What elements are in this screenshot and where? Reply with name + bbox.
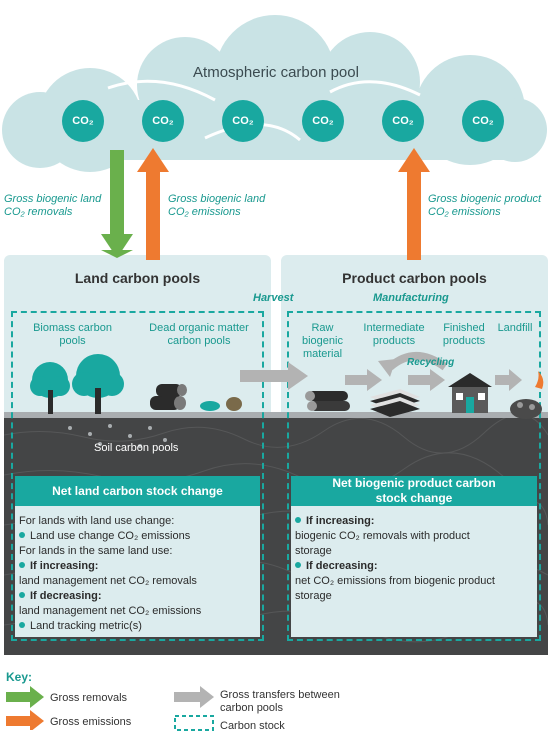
co2-molecule: CO₂: [382, 100, 424, 142]
key-gross-removals: Gross removals: [50, 692, 128, 704]
product-carbon-pools-title: Product carbon pools: [342, 270, 487, 286]
stock-change-line: If decreasing:: [295, 559, 541, 574]
co2-molecule: CO₂: [62, 100, 104, 142]
arrow-overlap: [101, 250, 421, 260]
green-down-arrow: [101, 150, 133, 258]
line-bold-text: If decreasing:: [30, 590, 102, 602]
bullet-icon: [19, 532, 25, 538]
landfill-icon: [510, 371, 544, 419]
product-carbon-stock-box: [287, 311, 541, 641]
soil-dots: [68, 424, 167, 448]
stock-change-line: net CO₂ emissions from biogenic product: [295, 574, 541, 589]
bullet-icon: [19, 562, 25, 568]
orange-up-arrow-product: [398, 148, 430, 260]
bullet-icon: [19, 622, 25, 628]
lumber-stack-icon: [370, 389, 420, 417]
stock-change-line: Land tracking metric(s): [19, 619, 264, 634]
bullet-icon: [295, 562, 301, 568]
key-gross-emissions: Gross emissions: [50, 716, 132, 728]
biomass-illustrations: [30, 354, 242, 414]
line-text: biogenic CO₂ removals with product: [295, 530, 470, 542]
land-stock-change-body: For lands with land use change: Land use …: [15, 506, 260, 637]
net-land-stock-change-header: Net land carbon stock change: [15, 476, 260, 506]
ground-surface: [4, 412, 548, 418]
stock-change-line: For lands in the same land use:: [19, 544, 264, 559]
orange-up-arrow: [137, 148, 169, 260]
stock-change-line: land management net CO₂ removals: [19, 574, 264, 589]
landfill-label: Landfill: [497, 322, 533, 334]
line-bold-text: If decreasing:: [306, 560, 378, 572]
land-carbon-stock-box: [11, 311, 264, 641]
tree-icon: [72, 354, 124, 414]
recycling-label: Recycling: [407, 357, 455, 368]
stock-change-line: For lands with land use change:: [19, 514, 264, 529]
bullet-icon: [19, 592, 25, 598]
orange-arrow-icon: [6, 710, 44, 730]
line-text: For lands in the same land use:: [19, 545, 173, 557]
gray-arrow-icon: [174, 686, 214, 708]
stock-change-line: biogenic CO₂ removals with product: [295, 529, 541, 544]
co2-molecule: CO₂: [462, 100, 504, 142]
product-illustrations: [305, 352, 544, 419]
harvest-label: Harvest: [253, 292, 294, 304]
line-text: For lands with land use change:: [19, 515, 175, 527]
key-icons-right: [174, 686, 214, 731]
line-text: net CO₂ emissions from biogenic product: [295, 575, 495, 587]
line-bold-text: If increasing:: [306, 515, 375, 527]
co2-molecule: CO₂: [222, 100, 264, 142]
leaf-icon: [200, 397, 242, 411]
co2-molecule: CO₂: [142, 100, 184, 142]
green-arrow-icon: [6, 686, 44, 708]
house-icon: [448, 373, 492, 413]
land-carbon-pools-title: Land carbon pools: [74, 270, 201, 286]
line-text: storage: [295, 590, 332, 602]
manufacturing-label: Manufacturing: [373, 292, 449, 304]
product-stock-change-body: If increasing: biogenic CO₂ removals with…: [291, 506, 537, 637]
harvest-arrow: [240, 362, 308, 390]
line-text: storage: [295, 545, 332, 557]
bullet-icon: [295, 517, 301, 523]
tree-icon: [30, 362, 70, 414]
dashed-box-icon: [174, 715, 214, 731]
line-text: Land use change CO₂ emissions: [30, 530, 191, 542]
stock-change-line: storage: [295, 544, 541, 559]
raw-logs-icon: [305, 391, 350, 411]
key-arrows-left: [6, 686, 44, 730]
line-text: Land tracking metric(s): [30, 620, 142, 632]
soil-carbon-pools-label: Soil carbon pools: [94, 442, 179, 454]
line-bold-text: If increasing:: [30, 560, 99, 572]
stock-change-line: If increasing:: [295, 514, 541, 529]
log-icon: [150, 384, 187, 410]
key-title: Key:: [6, 670, 33, 684]
flow-arrows: [101, 148, 430, 260]
stock-change-line: land management net CO₂ emissions: [19, 604, 264, 619]
stock-change-line: If increasing:: [19, 559, 264, 574]
key-carbon-stock: Carbon stock: [220, 720, 285, 732]
line-text: land management net CO₂ emissions: [19, 605, 202, 617]
stock-change-line: storage: [295, 589, 541, 604]
co2-molecule: CO₂: [302, 100, 344, 142]
line-text: land management net CO₂ removals: [19, 575, 197, 587]
stock-change-line: Land use change CO₂ emissions: [19, 529, 264, 544]
atmospheric-carbon-pool-title: Atmospheric carbon pool: [193, 64, 359, 81]
product-panel: [281, 255, 548, 415]
stock-change-line: If decreasing:: [19, 589, 264, 604]
